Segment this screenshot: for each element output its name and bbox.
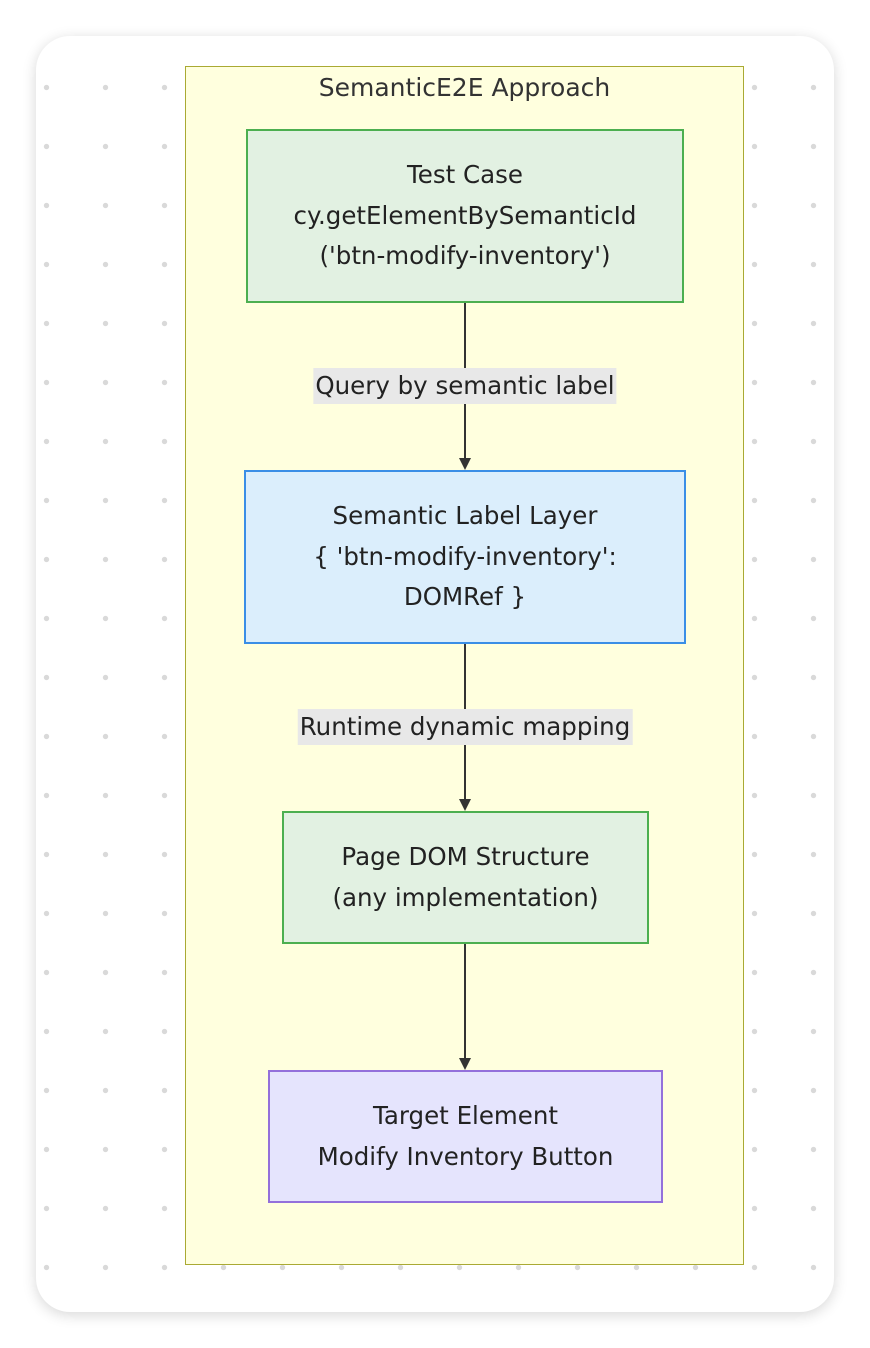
node-page-dom-structure-line-2: (any implementation)	[332, 882, 599, 912]
node-test-case: Test Case cy.getElementBySemanticId ('bt…	[246, 129, 684, 303]
node-target-element-line-1: Target Element	[372, 1101, 559, 1130]
node-page-dom-structure-line-1: Page DOM Structure	[341, 842, 590, 871]
edge-label-query: Query by semantic label	[313, 368, 617, 404]
node-test-case-line-3: ('btn-modify-inventory')	[319, 241, 611, 271]
node-target-element-line-2: Modify Inventory Button	[317, 1141, 614, 1171]
node-semantic-label-layer-line-2: { 'btn-modify-inventory':	[313, 541, 617, 571]
node-semantic-label-layer: Semantic Label Layer { 'btn-modify-inven…	[244, 470, 686, 644]
node-semantic-label-layer-line-1: Semantic Label Layer	[332, 501, 598, 531]
edge-label-runtime-mapping: Runtime dynamic mapping	[297, 709, 633, 745]
group-title: SemanticE2E Approach	[318, 73, 611, 102]
node-target-element: Target Element Modify Inventory Button	[268, 1070, 663, 1203]
node-semantic-label-layer-line-3: DOMRef }	[403, 582, 527, 612]
node-page-dom-structure: Page DOM Structure (any implementation)	[282, 811, 649, 944]
node-test-case-line-2: cy.getElementBySemanticId	[293, 200, 637, 230]
node-test-case-line-1: Test Case	[407, 160, 523, 190]
